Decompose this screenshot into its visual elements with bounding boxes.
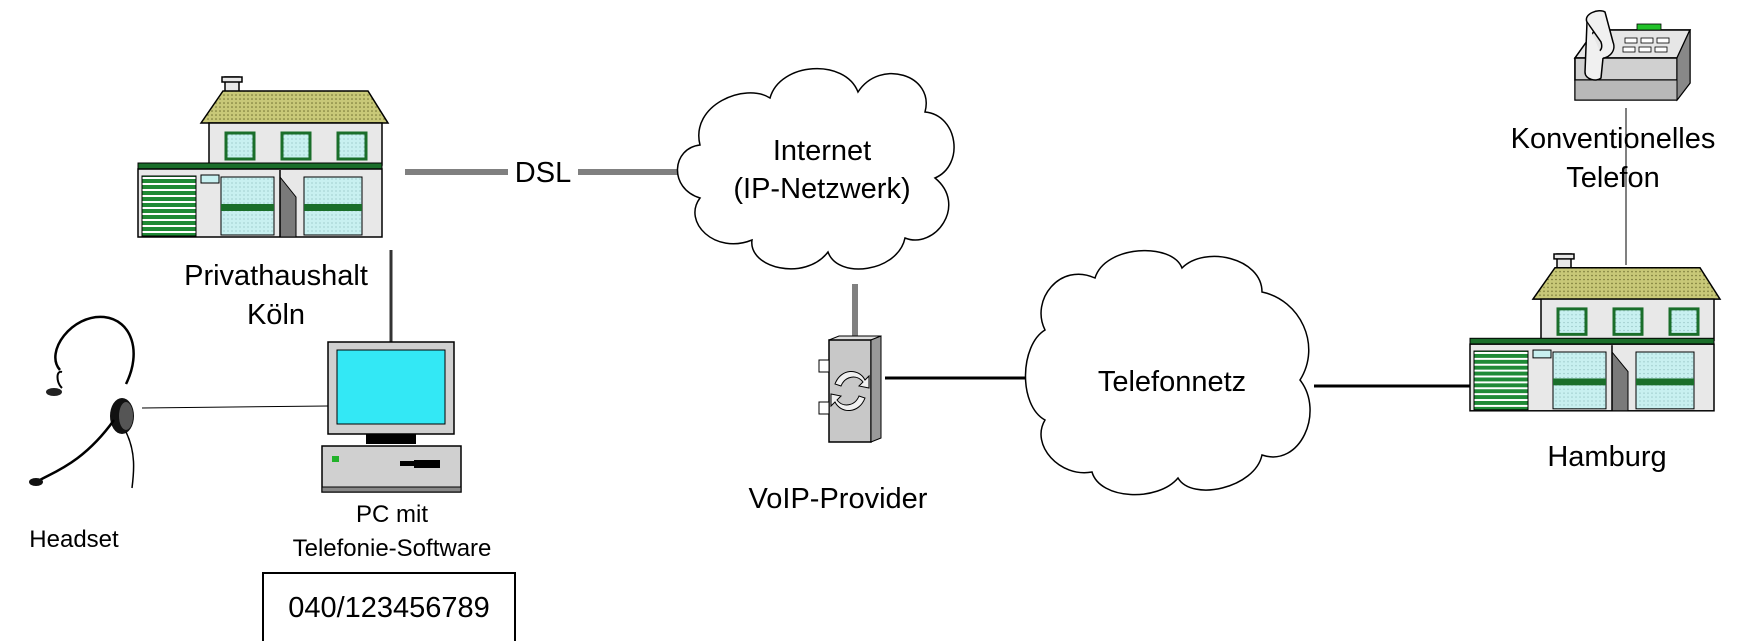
voip-provider-label: VoIP-Provider bbox=[749, 483, 928, 515]
internet-label: Internet bbox=[773, 135, 871, 167]
telephone-network-label: Telefonnetz bbox=[1098, 366, 1246, 398]
cloud-icon bbox=[676, 68, 955, 270]
home-cologne-label: Privathaushalt bbox=[184, 260, 368, 292]
house-icon bbox=[136, 75, 390, 239]
phone-number: 040/123456789 bbox=[288, 592, 490, 624]
phone-icon bbox=[1573, 10, 1692, 102]
router-icon bbox=[818, 335, 882, 443]
phone-label: Konventionelles bbox=[1511, 123, 1716, 155]
internet-sublabel: (IP-Netzwerk) bbox=[733, 173, 910, 205]
headset-label: Headset bbox=[29, 526, 119, 553]
cloud-icon bbox=[1024, 249, 1311, 496]
headset-icon bbox=[29, 315, 135, 489]
home-cologne-city: Köln bbox=[247, 299, 305, 331]
phone-sublabel: Telefon bbox=[1566, 162, 1660, 194]
house-icon bbox=[1468, 252, 1722, 413]
home-hamburg-label: Hamburg bbox=[1547, 441, 1666, 473]
pc-sublabel: Telefonie-Software bbox=[293, 535, 492, 562]
pc-icon bbox=[321, 341, 462, 493]
phone-number-box bbox=[262, 572, 516, 641]
dsl-label: DSL bbox=[515, 157, 571, 189]
pc-label: PC mit bbox=[356, 501, 428, 528]
headset-pc-link bbox=[141, 405, 329, 409]
